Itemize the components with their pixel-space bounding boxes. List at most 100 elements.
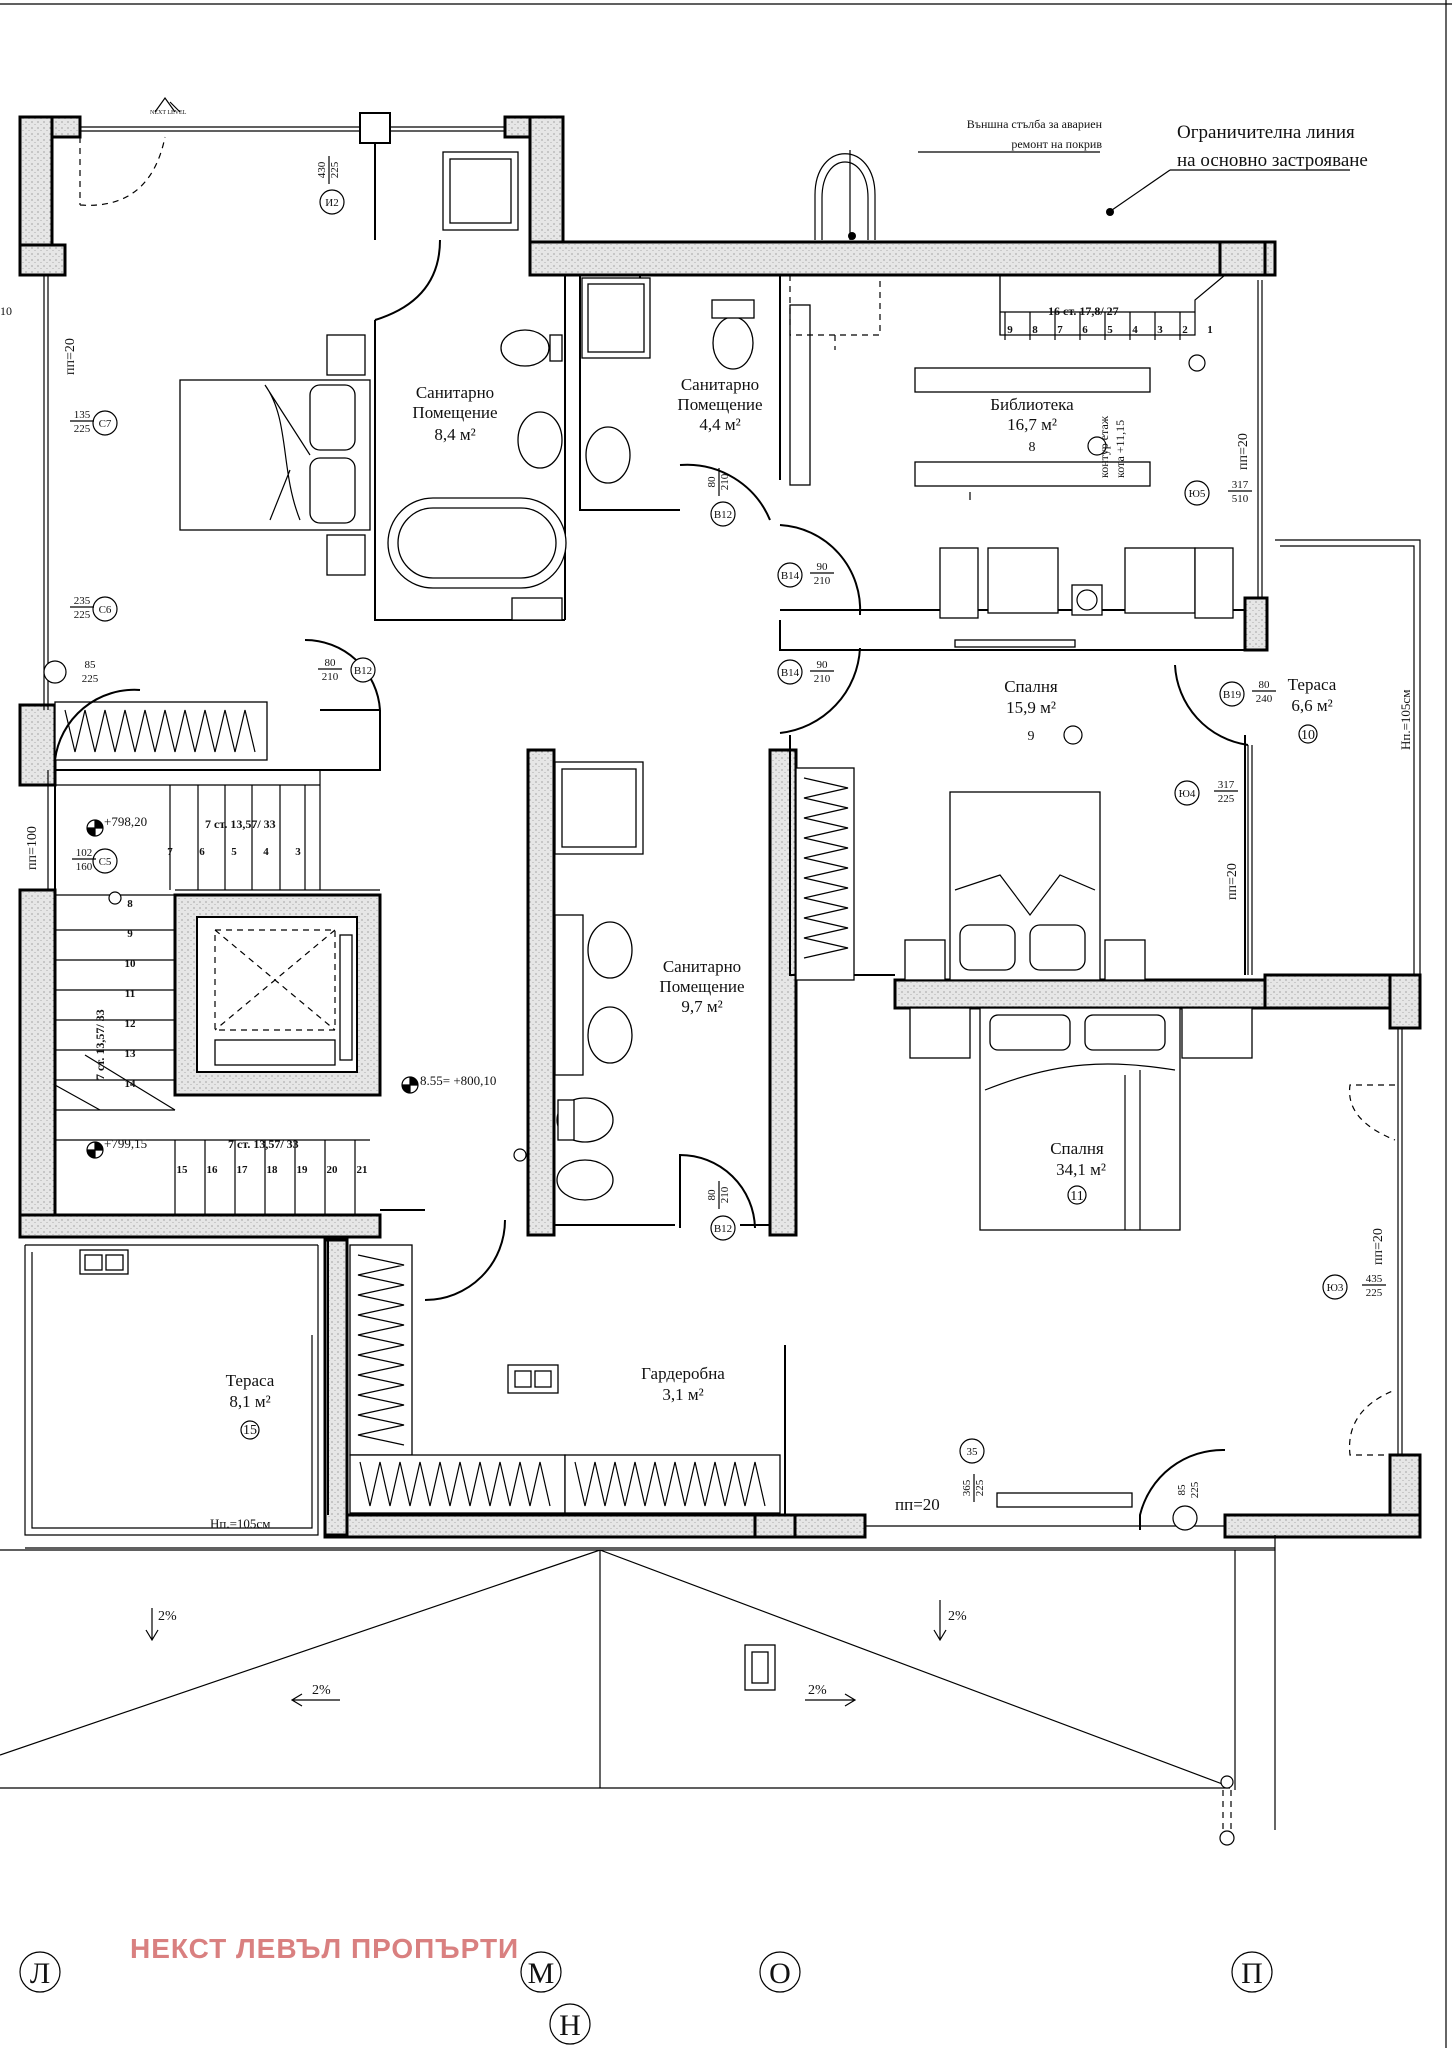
opening-height: 510 xyxy=(1232,493,1249,505)
stair-labels: 16 ст. 17,8/ 27 7 ст. 13,57/ 33 7 ст. 13… xyxy=(93,304,1119,1151)
stairs xyxy=(54,311,1206,1215)
ladder-note-1: Външна стълба за авариен xyxy=(967,117,1103,131)
pp20-bedroom-9: пп=20 xyxy=(1225,863,1240,900)
opening-height: 225 xyxy=(1189,1481,1201,1498)
room-area-bedroom-11: 34,1 м² xyxy=(1056,1160,1106,1179)
step-number: 7 xyxy=(1057,324,1063,336)
step-number: 7 xyxy=(167,846,173,858)
boundary-note-2: на основно застрояване xyxy=(1177,150,1368,171)
pp100-left: пп=100 xyxy=(25,826,40,870)
axis-markers xyxy=(19,1951,1273,2045)
step-number: 5 xyxy=(1107,324,1113,336)
room-area-wardrobe: 3,1 м² xyxy=(662,1385,703,1404)
opening-height: 225 xyxy=(974,1479,986,1496)
logo-text: NEXT LEVEL xyxy=(150,110,187,116)
room-name-terrace-10: Тераса xyxy=(1288,675,1337,694)
opening-width: 90 xyxy=(817,561,829,573)
opening-width: 235 xyxy=(74,595,91,607)
opening-width: 317 xyxy=(1232,479,1249,491)
opening-code: Ю3 xyxy=(1327,1282,1344,1294)
axis-labels: Л М Н О П xyxy=(30,1957,1263,2042)
opening-code: С5 xyxy=(99,856,112,868)
room-name-wardrobe: Гардеробна xyxy=(641,1364,725,1383)
room-area-terrace-15: 8,1 м² xyxy=(229,1392,270,1411)
watermark: НЕКСТ ЛЕВЪЛ ПРОПЪРТИ xyxy=(130,1933,519,1964)
level-798: +798,20 xyxy=(104,814,147,829)
opening-height: 225 xyxy=(1366,1287,1383,1299)
pp20-library: пп=20 xyxy=(1236,433,1251,470)
slope-3: 2% xyxy=(312,1683,331,1698)
pp20-left: пп=20 xyxy=(63,338,78,375)
stair-main-label: 16 ст. 17,8/ 27 xyxy=(1048,304,1119,318)
step-number: 1 xyxy=(1207,324,1213,336)
room-name-line: Санитарно xyxy=(663,957,741,976)
opening-height: 160 xyxy=(76,861,93,873)
slope-2: 2% xyxy=(948,1609,967,1624)
opening-height: 240 xyxy=(1256,693,1273,705)
opening-width: 365 xyxy=(961,1479,973,1496)
parapet-labels: пп=20 пп=100 пп=20 пп=20 пп=20 пп=20 Нп.… xyxy=(25,338,1413,1531)
opening-width: 80 xyxy=(706,476,718,488)
room-num-terrace-15: 15 xyxy=(243,1423,257,1438)
opening-code: В12 xyxy=(714,509,732,521)
opening-width: 80 xyxy=(706,1189,718,1201)
boundary-note-1: Ограничителна линия xyxy=(1177,122,1355,143)
pp20-bottom: пп=20 xyxy=(895,1495,940,1514)
contour-label-1: контур етаж xyxy=(1097,415,1111,478)
room-area-san-97: 9,7 м² xyxy=(681,997,722,1016)
opening-height: 210 xyxy=(322,671,339,683)
level-799: +799,15 xyxy=(104,1136,147,1151)
outer-walls xyxy=(18,115,1422,1539)
terrace-10 xyxy=(1275,539,1421,975)
room-num-terrace-10: 10 xyxy=(1301,728,1315,743)
opening-width: 435 xyxy=(1366,1273,1383,1285)
room-labels: 8,4 м² 4,4 м² Библиотека 16,7 м² 8 Спалн… xyxy=(226,395,1337,1438)
room-num-bedroom-11: 11 xyxy=(1070,1189,1083,1204)
room-area-terrace-10: 6,6 м² xyxy=(1291,696,1332,715)
opening-height: 210 xyxy=(814,575,831,587)
room-name-terrace-15: Тераса xyxy=(226,1371,275,1390)
step-number: 6 xyxy=(199,846,205,858)
room-name-bedroom-9: Спалня xyxy=(1004,677,1058,696)
room-num-bedroom-9: 9 xyxy=(1028,729,1035,744)
room-name-line: Санитарно xyxy=(681,375,759,394)
step-number: 19 xyxy=(297,1164,309,1176)
step-number: 2 xyxy=(1182,324,1188,336)
stair-side-label: 7 ст. 13,57/ 33 xyxy=(93,1009,107,1080)
opening-code: Ю4 xyxy=(1179,788,1196,800)
room-name-line: Помещение xyxy=(659,977,744,996)
step-number: 8 xyxy=(127,898,133,910)
opening-height: 210 xyxy=(719,1186,731,1203)
stair-bottom-label: 7 ст. 13,57/ 33 xyxy=(228,1137,299,1151)
opening-code: В14 xyxy=(781,667,800,679)
opening-width: 317 xyxy=(1218,779,1235,791)
opening-code: 35 xyxy=(967,1446,979,1458)
ladder-note-2: ремонт на покрив xyxy=(1011,137,1102,151)
slope-1: 2% xyxy=(158,1609,177,1624)
opening-code: В12 xyxy=(354,665,372,677)
level-800: 8.55= +800,10 xyxy=(420,1073,496,1088)
contour-label-2: кота +11,15 xyxy=(1113,420,1127,478)
opening-height: 225 xyxy=(329,161,341,178)
room-name-line: Помещение xyxy=(677,395,762,414)
step-number: 18 xyxy=(267,1164,279,1176)
opening-height: 225 xyxy=(74,609,91,621)
room-area-library: 16,7 м² xyxy=(1007,415,1057,434)
opening-code: Ю5 xyxy=(1189,488,1206,500)
room-name-line: Санитарно xyxy=(416,383,494,402)
opening-code: В14 xyxy=(781,570,800,582)
opening-code: В19 xyxy=(1223,689,1242,701)
windows xyxy=(43,112,1403,1527)
step-number: 3 xyxy=(1157,324,1163,336)
step-number: 16 xyxy=(207,1164,219,1176)
step-number: 12 xyxy=(125,1018,137,1030)
edge-mark: 10 xyxy=(0,304,12,318)
axis-L: Л xyxy=(30,1957,50,1990)
opening-code: С7 xyxy=(99,418,112,430)
step-number: 4 xyxy=(263,846,269,858)
room-area-bedroom-9: 15,9 м² xyxy=(1006,698,1056,717)
furniture xyxy=(54,150,1253,1514)
axis-O: О xyxy=(769,1957,791,1990)
step-number: 5 xyxy=(231,846,237,858)
